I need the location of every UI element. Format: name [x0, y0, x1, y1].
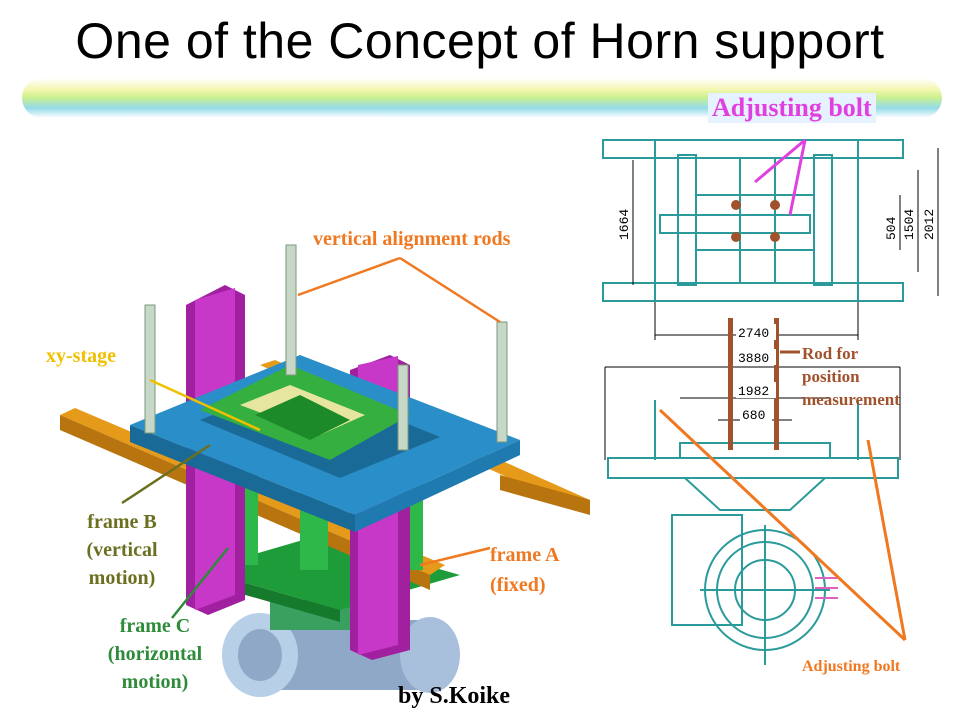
vertical-alignment-rods-label: vertical alignment rods	[313, 228, 511, 250]
xy-stage-label: xy-stage	[46, 345, 116, 367]
xy-stage-green	[200, 365, 410, 460]
arrows	[658, 138, 907, 642]
drawing-top-view	[602, 139, 904, 302]
dim-504: 504	[884, 216, 899, 240]
drawing-side-view	[607, 400, 899, 665]
frame-b-label: frame B (vertical motion)	[86, 511, 158, 589]
dim-1664: 1664	[617, 209, 632, 240]
top-view-adjusting-bolts	[731, 200, 780, 242]
frame-a-label: frame A (fixed)	[490, 544, 560, 596]
dim-2012: 2012	[922, 209, 937, 240]
dim-3880: 3880	[738, 351, 769, 366]
adjusting-bolt-top-label: Adjusting bolt	[708, 93, 876, 123]
frame-c-label: frame C (horizontal motion)	[107, 615, 203, 693]
adjusting-bolt-bottom-label: Adjusting bolt	[802, 658, 901, 675]
author-credit: by S.Koike	[398, 683, 511, 709]
side-view-dimensions-text: 2740 3880 1982 680	[736, 324, 776, 423]
dim-2740: 2740	[738, 326, 769, 341]
dim-1982: 1982	[738, 384, 769, 399]
dim-1504: 1504	[902, 209, 917, 240]
dim-680: 680	[742, 408, 765, 423]
position-measurement-rods	[728, 318, 779, 450]
rod-position-measurement-label: Rod for position measurement	[802, 344, 900, 409]
slide-title: One of the Concept of Horn support	[75, 13, 885, 69]
leader-lines	[121, 256, 501, 619]
horn-feed	[815, 577, 838, 599]
vertical-alignment-rods	[144, 244, 508, 451]
